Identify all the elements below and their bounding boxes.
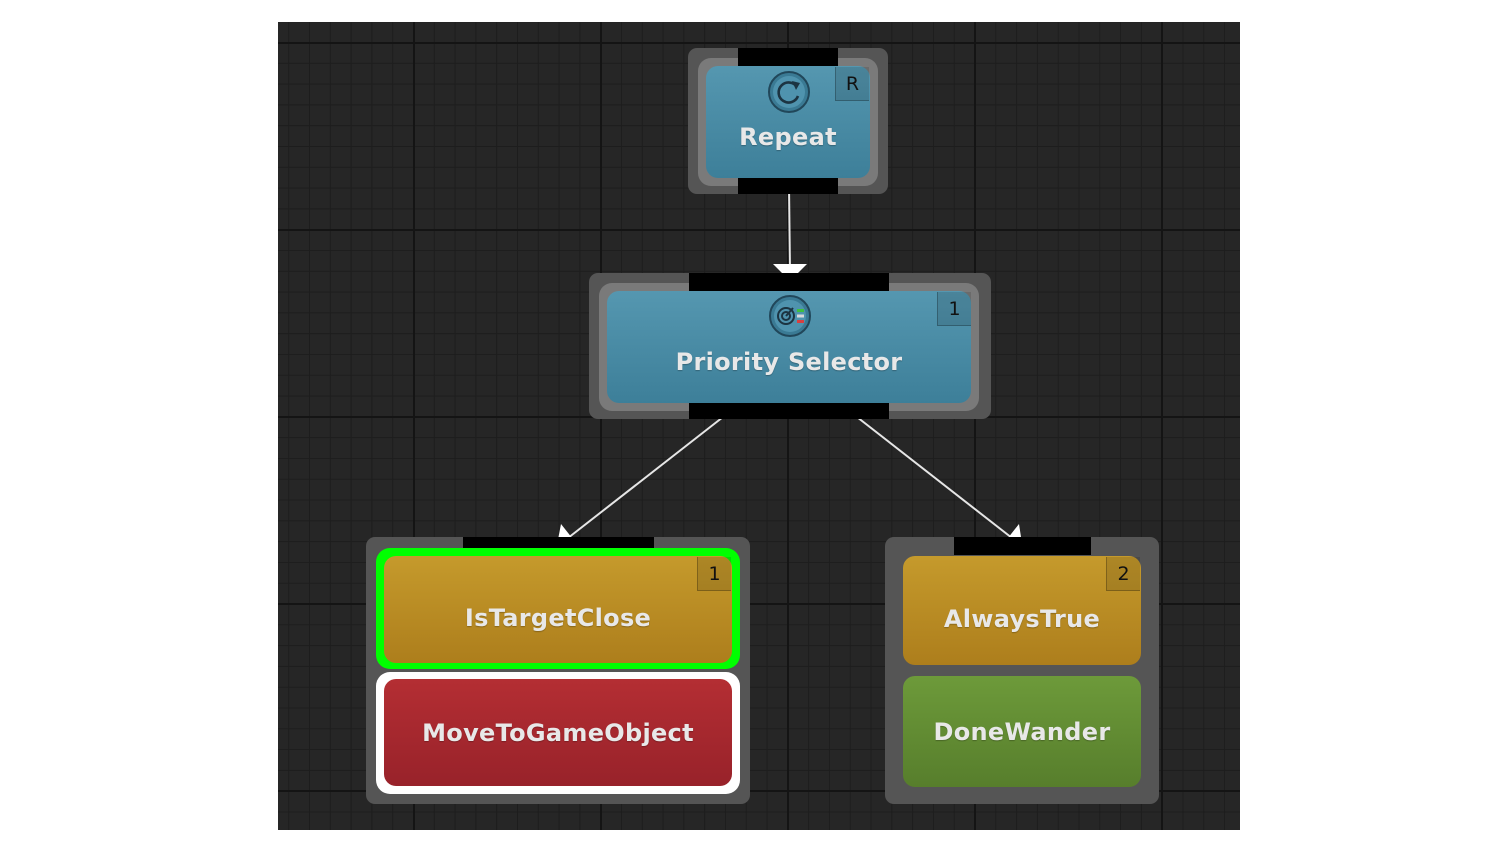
repeat-icon — [767, 70, 811, 114]
move-to-game-object-node[interactable]: MoveToGameObject — [384, 679, 732, 786]
priority-selector-icon — [768, 294, 812, 338]
is-target-close-node[interactable]: IsTargetClose — [384, 556, 732, 663]
edge-priority-selector-to-always-true — [847, 409, 1013, 539]
done-wander-node-label: DoneWander — [933, 717, 1111, 746]
priority-selector-output-port[interactable] — [689, 401, 889, 419]
repeat-output-port[interactable] — [738, 176, 838, 194]
done-wander-node[interactable]: DoneWander — [903, 676, 1141, 787]
priority-selector-input-port[interactable] — [689, 273, 889, 291]
edge-priority-selector-to-is-target-close — [567, 409, 733, 539]
is-target-close-index-badge: 1 — [697, 557, 731, 591]
always-true-input-port[interactable] — [954, 537, 1091, 555]
always-true-node[interactable]: AlwaysTrue — [903, 556, 1141, 665]
edge-repeat-to-priority-selector — [788, 185, 791, 273]
repeat-node-label: Repeat — [739, 123, 837, 151]
repeat-abort-badge: R — [835, 67, 869, 101]
behavior-tree-canvas[interactable]: Repeat R Priority Selector 1 Is — [278, 22, 1240, 830]
is-target-close-node-label: IsTargetClose — [464, 603, 652, 632]
arrow-head — [773, 264, 807, 281]
always-true-index-badge: 2 — [1106, 557, 1140, 591]
priority-selector-node-label: Priority Selector — [675, 348, 903, 376]
priority-selector-index-badge: 1 — [937, 292, 971, 326]
repeat-input-port[interactable] — [738, 48, 838, 66]
move-to-game-object-node-label: MoveToGameObject — [422, 718, 694, 747]
always-true-node-label: AlwaysTrue — [943, 604, 1101, 633]
